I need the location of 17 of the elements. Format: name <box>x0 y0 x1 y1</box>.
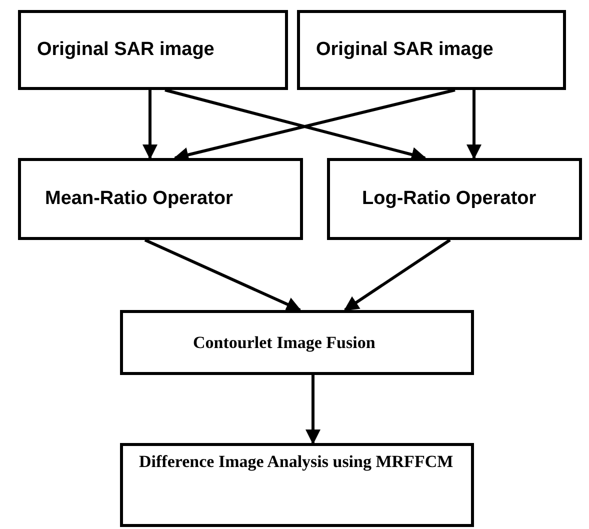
arrow <box>144 238 302 312</box>
box-label: Log-Ratio Operator <box>362 188 536 210</box>
arrow <box>306 375 320 444</box>
process-box <box>18 10 288 90</box>
box-label: Contourlet Image Fusion <box>193 332 376 352</box>
arrow <box>142 90 158 160</box>
box-label: Difference Image Analysis using MRFFCM <box>139 452 454 472</box>
process-box <box>120 310 474 375</box>
box-label: Original SAR image <box>37 39 214 61</box>
arrow <box>466 90 482 160</box>
process-box <box>120 443 474 527</box>
process-box <box>297 10 566 90</box>
arrow <box>344 238 451 312</box>
box-label: Original SAR image <box>316 39 494 61</box>
process-box <box>327 158 582 240</box>
process-box <box>18 158 303 240</box>
box-label: Mean-Ratio Operator <box>45 188 233 210</box>
